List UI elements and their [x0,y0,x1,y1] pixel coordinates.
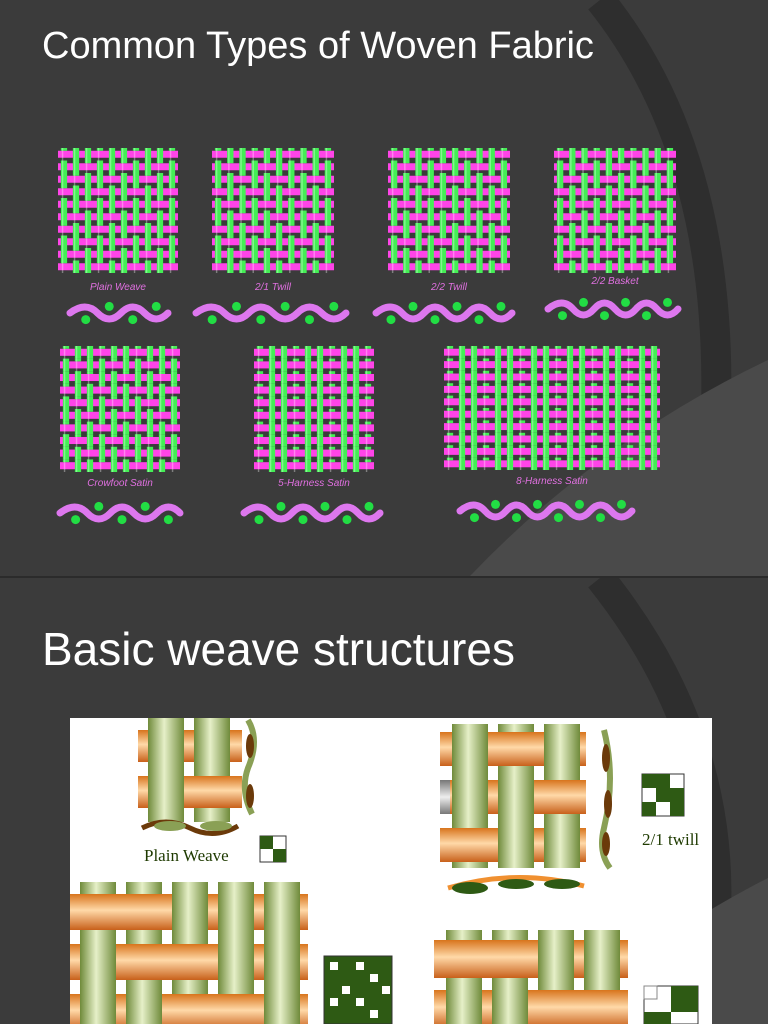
twill-22-caption: 2/2 Twill [431,282,467,293]
five-harness-satin-profile [240,501,384,525]
twill-21-diagram [440,724,613,894]
twill-22-profile [372,301,516,325]
slide-title: Common Types of Woven Fabric [42,25,594,67]
eight-harness-satin-swatch [444,346,660,470]
crowfoot-satin-swatch [60,346,180,472]
basket-22-swatch [554,148,676,273]
crowfoot-satin-caption: Crowfoot Satin [87,478,153,489]
plain-weave-caption: Plain Weave [90,282,146,293]
plain-weave-pattern-icon [259,835,287,863]
twill-21-pattern-icon [641,773,685,817]
slide-title: Basic weave structures [42,623,515,675]
plain-weave-label: Plain Weave [144,846,229,865]
basket-22-profile [544,297,682,321]
plain-weave-profile [66,301,172,325]
twill-22-diagram [70,882,308,1024]
plain-weave-swatch [58,148,178,273]
twill-22-swatch [388,148,510,273]
weave-diagrams [70,718,699,1024]
twill-21-label: 2/1 twill [642,830,700,849]
eight-harness-satin-caption: 8-Harness Satin [516,476,588,487]
slide-common-types: Common Types of Woven Fabric Plain Weave… [0,0,768,576]
twill-21-swatch [212,148,334,273]
slide-basic-weave-structures: Basic weave structures [0,578,768,1024]
twill-22-pattern-icon [323,955,393,1024]
basket-pattern-icon [643,985,699,1024]
basket-22-caption: 2/2 Basket [591,276,639,287]
plain-weave-diagram [138,718,257,836]
five-harness-satin-swatch [254,346,374,472]
twill-21-caption: 2/1 Twill [255,282,291,293]
twill-21-profile [192,301,350,325]
weave-diagram-panel: Plain Weave 2/1 twill [70,718,712,1024]
eight-harness-satin-profile [456,499,636,523]
crowfoot-satin-profile [56,501,184,525]
basket-diagram [434,930,628,1024]
five-harness-satin-caption: 5-Harness Satin [278,478,350,489]
